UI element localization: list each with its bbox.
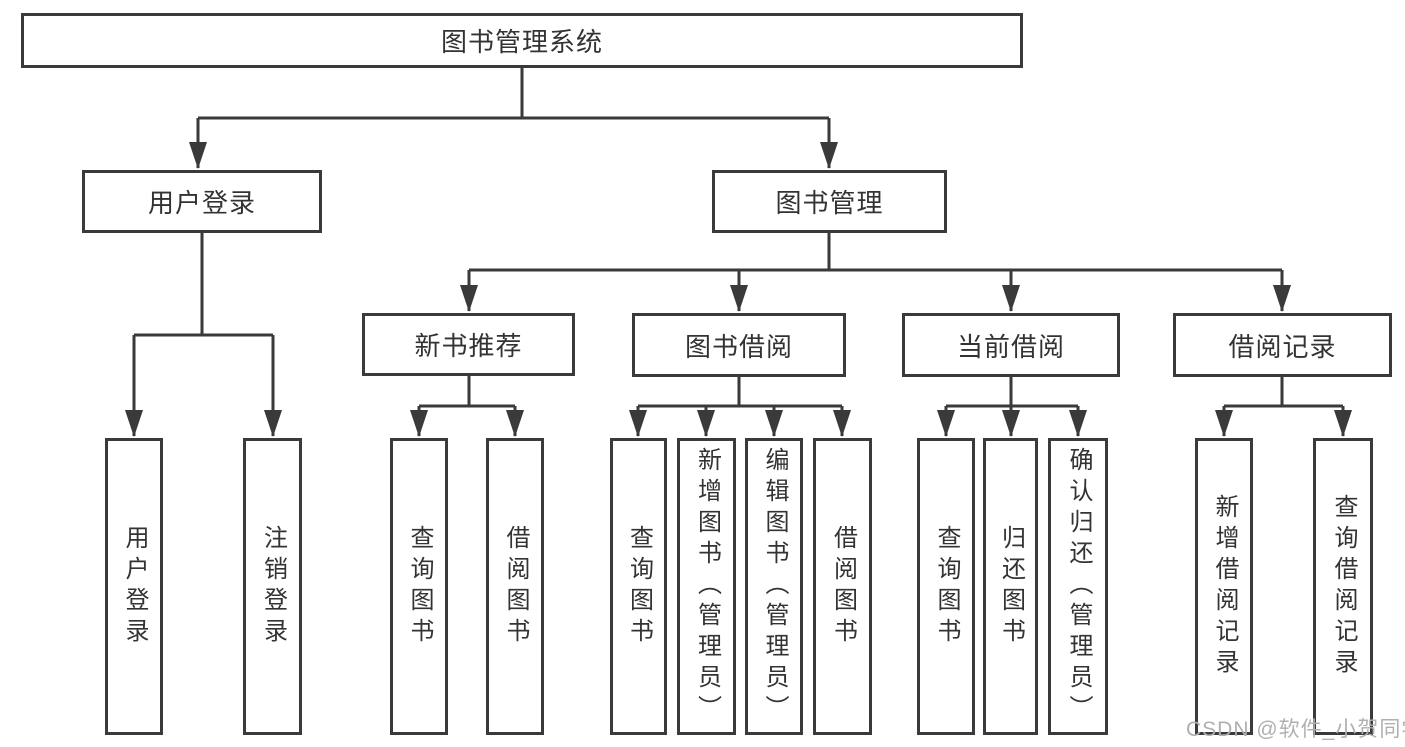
leaf-add-borrow-record-label: 新增借阅记录 — [1211, 493, 1238, 680]
leaf-add-borrow-record: 新增借阅记录 — [1195, 438, 1253, 735]
leaf-query-borrow-record-label: 查询借阅记录 — [1330, 493, 1357, 680]
leaf-confirm-return-admin: 确认归还（管理员） — [1048, 438, 1108, 735]
node-current-borrow-label: 当前借阅 — [956, 331, 1065, 362]
leaf-return-books: 归还图书 — [983, 438, 1038, 735]
leaf-edit-books-admin: 编辑图书（管理员） — [745, 438, 803, 735]
leaf-borrow-query-books-label: 查询图书 — [625, 524, 653, 649]
leaf-confirm-return-admin-label: 确认归还（管理员） — [1065, 447, 1092, 726]
leaf-borrow-books-label: 借阅图书 — [829, 524, 857, 649]
leaf-borrow-query-books: 查询图书 — [610, 438, 667, 735]
node-user-login: 用户登录 — [82, 170, 322, 233]
node-root-label: 图书管理系统 — [440, 27, 603, 57]
node-book-mgmt-label: 图书管理 — [775, 188, 884, 218]
node-borrow-records-label: 借阅记录 — [1228, 331, 1337, 362]
node-borrow-records: 借阅记录 — [1173, 313, 1392, 377]
node-user-login-label: 用户登录 — [147, 188, 256, 218]
node-current-borrow: 当前借阅 — [902, 313, 1120, 377]
leaf-rec-query-books-label: 查询图书 — [406, 524, 433, 649]
leaf-return-books-label: 归还图书 — [997, 524, 1025, 649]
leaf-add-books-admin-label: 新增图书（管理员） — [693, 447, 721, 726]
node-new-book-rec: 新书推荐 — [362, 313, 575, 376]
leaf-user-login-label: 用户登录 — [121, 524, 148, 649]
node-book-borrow: 图书借阅 — [632, 313, 846, 377]
leaf-borrow-books: 借阅图书 — [813, 438, 872, 735]
leaf-logout-label: 注销登录 — [259, 524, 287, 649]
leaf-current-query-books-label: 查询图书 — [933, 524, 960, 649]
leaf-rec-borrow-books-label: 借阅图书 — [502, 524, 529, 649]
leaf-user-login: 用户登录 — [105, 438, 163, 735]
leaf-logout: 注销登录 — [243, 438, 302, 735]
leaf-query-borrow-record: 查询借阅记录 — [1313, 438, 1373, 735]
node-root: 图书管理系统 — [21, 13, 1023, 68]
node-new-book-rec-label: 新书推荐 — [414, 331, 523, 361]
node-book-mgmt: 图书管理 — [712, 170, 947, 233]
watermark-text: CSDN @软件_小贺同学 — [1186, 718, 1405, 741]
leaf-rec-borrow-books: 借阅图书 — [486, 438, 544, 735]
leaf-rec-query-books: 查询图书 — [390, 438, 448, 735]
leaf-current-query-books: 查询图书 — [917, 438, 975, 735]
leaf-add-books-admin: 新增图书（管理员） — [677, 438, 736, 735]
leaf-edit-books-admin-label: 编辑图书（管理员） — [761, 447, 788, 726]
node-book-borrow-label: 图书借阅 — [684, 331, 793, 362]
